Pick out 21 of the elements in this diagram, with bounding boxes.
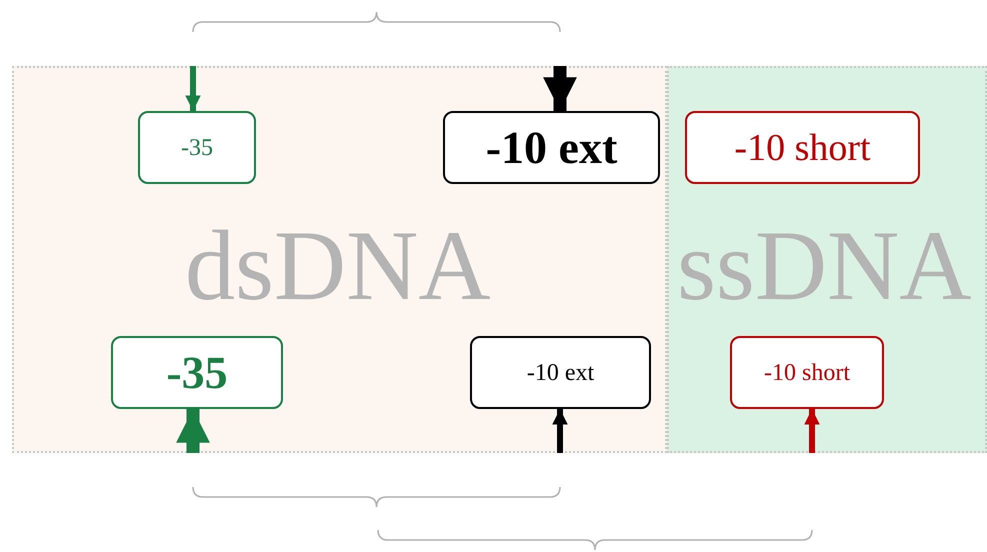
label-box <box>443 111 660 184</box>
label-box <box>111 336 283 409</box>
arrow <box>552 409 568 453</box>
watermark-label: dsDNA <box>185 216 491 316</box>
box-label: -10 short <box>734 128 871 166</box>
box-label: -35 <box>181 136 213 160</box>
label-box <box>470 336 651 409</box>
label-box <box>730 336 884 409</box>
arrow <box>185 66 201 111</box>
box-label: -10 ext <box>486 124 618 170</box>
box-label: -35 <box>166 350 228 396</box>
label-box <box>685 111 920 184</box>
watermark-label: ssDNA <box>677 216 972 316</box>
box-label: -10 short <box>764 360 850 384</box>
region-panel <box>12 66 667 453</box>
region-panel <box>667 66 987 453</box>
arrow <box>176 409 210 453</box>
arrow <box>543 66 577 111</box>
box-label: -10 ext <box>526 360 594 384</box>
arrow <box>804 409 820 453</box>
label-box <box>138 111 256 184</box>
